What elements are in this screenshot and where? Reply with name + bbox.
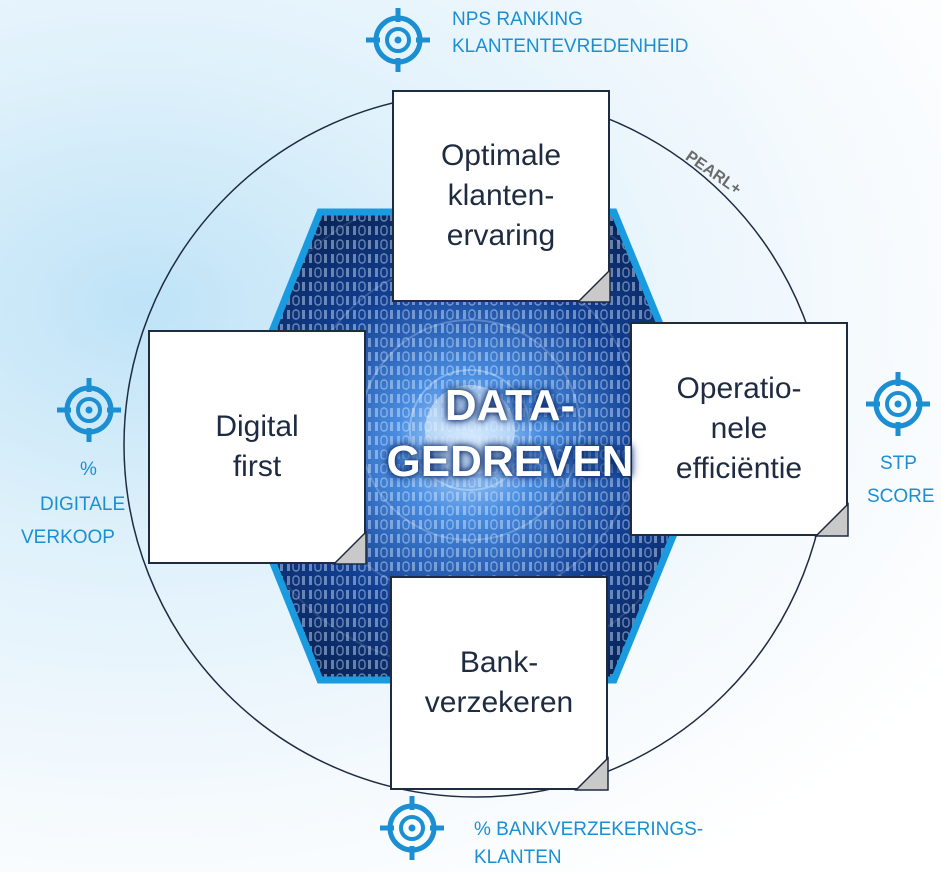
pillar-label-right: Operatio- nele efficiëntie bbox=[675, 372, 803, 485]
target-icon bbox=[57, 378, 121, 442]
pillar-card-top: Optimale klanten- ervaring bbox=[392, 90, 610, 302]
kpi-top-line1: NPS RANKING bbox=[452, 9, 583, 30]
target-icon bbox=[366, 8, 430, 72]
pillar-label-top: Optimale klanten- ervaring bbox=[440, 139, 562, 252]
kpi-bottom-line1: % BANKVERZEKERINGS- bbox=[474, 819, 704, 840]
kpi-right-line1: STP bbox=[880, 453, 917, 474]
kpi-left-line1: % bbox=[80, 459, 97, 480]
target-icon bbox=[866, 372, 930, 436]
pillar-label-left: Digital first bbox=[215, 410, 299, 483]
kpi-right-line2: SCORE bbox=[867, 486, 935, 507]
kpi-top-line2: KLANTENTEVREDENHEID bbox=[452, 36, 689, 57]
kpi-left-line2: DIGITALE bbox=[40, 494, 126, 515]
kpi-bottom-line2: KLANTEN bbox=[474, 847, 562, 868]
pillar-card-bottom: Bank- verzekeren bbox=[390, 576, 608, 790]
kpi-left-line3: VERKOOP bbox=[21, 527, 115, 548]
pillar-card-right: Operatio- nele efficiëntie bbox=[630, 322, 848, 536]
target-icon bbox=[380, 796, 444, 860]
pillar-card-left: Digital first bbox=[148, 330, 366, 564]
pillar-label-bottom: Bank- verzekeren bbox=[424, 646, 574, 719]
center-title: DATA- GEDREVEN bbox=[386, 381, 634, 486]
